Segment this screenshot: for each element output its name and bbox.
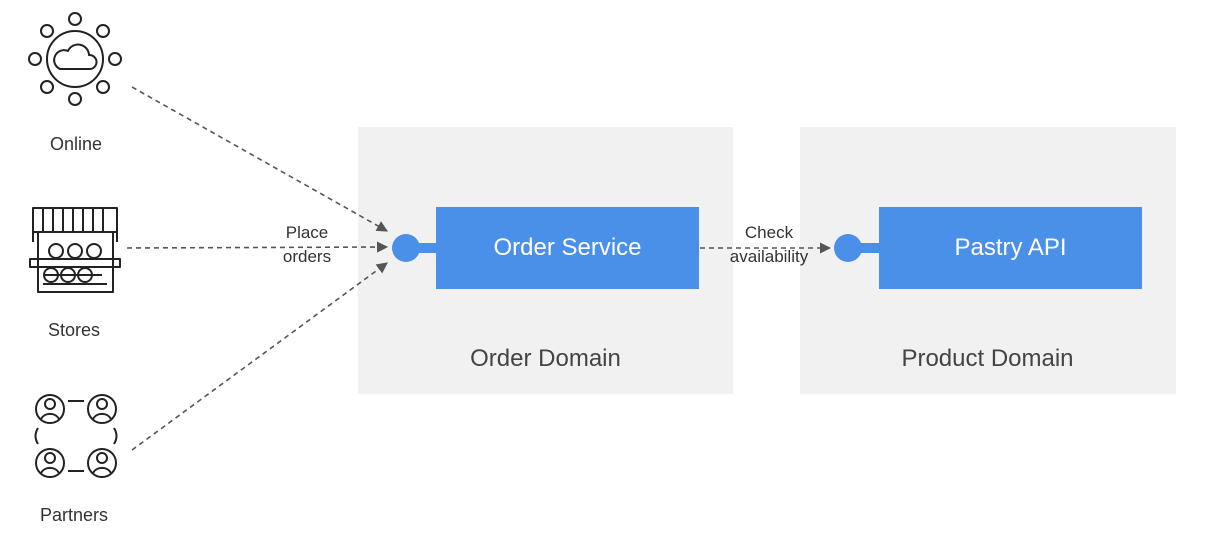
partners-group-icon <box>34 394 118 478</box>
place-orders-line1: Place <box>285 223 329 242</box>
check-availability-line1: Check <box>744 223 794 242</box>
order-service-label: Order Service <box>493 234 642 261</box>
product-domain-label: Product Domain <box>901 345 1074 372</box>
storefront-icon <box>29 207 121 293</box>
pastry-api-port-stub <box>860 243 880 253</box>
online-to-order-arrow <box>131 86 388 232</box>
actor-label-online: Online <box>49 134 103 154</box>
cloud-network-icon <box>28 12 122 106</box>
order-service-endpoint <box>392 234 420 262</box>
order-domain-label: Order Domain <box>470 345 621 372</box>
order-service-box: Order Service <box>436 207 699 289</box>
place-orders-line2: orders <box>282 247 332 266</box>
actor-label-partners: Partners <box>39 505 109 525</box>
partners-to-order-arrow <box>131 262 388 451</box>
actor-label-stores: Stores <box>47 320 101 340</box>
pastry-api-endpoint <box>834 234 862 262</box>
place-orders-label: Place orders <box>262 221 352 269</box>
order-service-port-stub <box>418 243 438 253</box>
stores-to-order-arrow <box>126 241 389 253</box>
pastry-api-box: Pastry API <box>879 207 1142 289</box>
check-availability-label: Check availability <box>713 221 825 269</box>
check-availability-line2: availability <box>729 247 809 266</box>
pastry-api-label: Pastry API <box>954 234 1067 261</box>
